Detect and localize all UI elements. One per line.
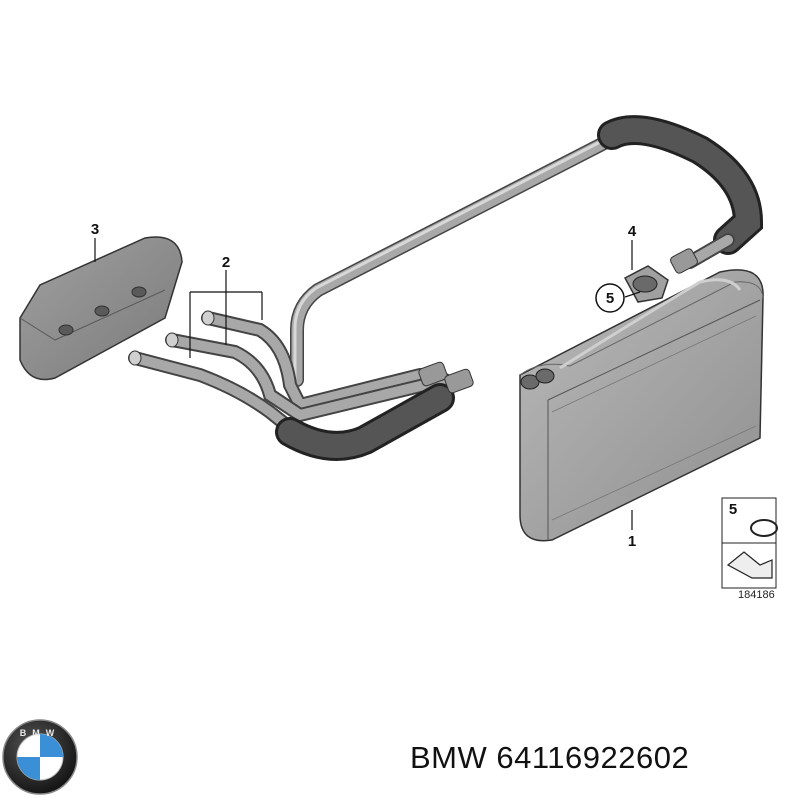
bmw-logo-text: BMW — [20, 728, 61, 738]
upper-hose-part — [597, 115, 764, 274]
part-caption: BMW 64116922602 — [410, 740, 689, 776]
part-symbol-icon — [726, 551, 773, 579]
callout-o-ring: 5 — [606, 290, 614, 307]
heater-core-part — [519, 269, 764, 542]
clip-part — [623, 265, 669, 303]
seal-pad-part — [19, 236, 183, 381]
callout-heater-core: 1 — [628, 533, 636, 550]
callout-circle — [595, 283, 625, 313]
legend-callout-o-ring: 5 — [729, 501, 737, 518]
pipe-set-part — [128, 310, 474, 461]
return-pipe-part — [290, 133, 617, 387]
callout-pipe-set: 2 — [222, 254, 230, 271]
figure-number: 184186 — [738, 589, 775, 601]
o-ring-icon — [750, 519, 778, 537]
leader-lines — [94, 238, 641, 530]
caption-part-number: 64116922602 — [496, 740, 690, 775]
bmw-logo: BMW — [2, 719, 78, 795]
callout-clip: 4 — [628, 223, 637, 240]
parts-legend — [721, 497, 778, 589]
callout-seal-pad: 3 — [91, 221, 99, 238]
caption-brand: BMW — [410, 740, 488, 775]
